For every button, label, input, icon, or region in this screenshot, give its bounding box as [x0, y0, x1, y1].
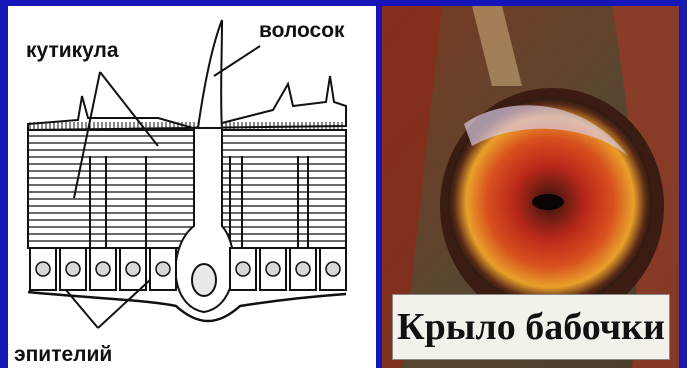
- epithelial-nucleus: [156, 262, 170, 276]
- epithelial-nucleus: [66, 262, 80, 276]
- epithelial-nucleus: [296, 262, 310, 276]
- epithelial-nucleus: [96, 262, 110, 276]
- eyespot-pupil: [532, 194, 564, 210]
- butterfly-wing-photo: Крыло бабочки: [382, 6, 679, 368]
- cuticle-surface: [28, 76, 346, 130]
- epithelial-nucleus: [266, 262, 280, 276]
- cuticle-diagram-panel: кутикула волосок эпителий: [8, 6, 376, 368]
- epithelial-nucleus: [326, 262, 340, 276]
- epithelial-nucleus: [126, 262, 140, 276]
- hair-shaft: [198, 20, 222, 130]
- epithelial-nucleus: [36, 262, 50, 276]
- trichogen-nucleus: [192, 264, 216, 296]
- cuticle-label: кутикула: [26, 40, 119, 61]
- caption-box: Крыло бабочки: [392, 294, 670, 360]
- epithelial-nucleus: [236, 262, 250, 276]
- caption-text: Крыло бабочки: [397, 305, 665, 349]
- epithelium-label: эпителий: [14, 344, 112, 365]
- hair-label: волосок: [259, 20, 345, 41]
